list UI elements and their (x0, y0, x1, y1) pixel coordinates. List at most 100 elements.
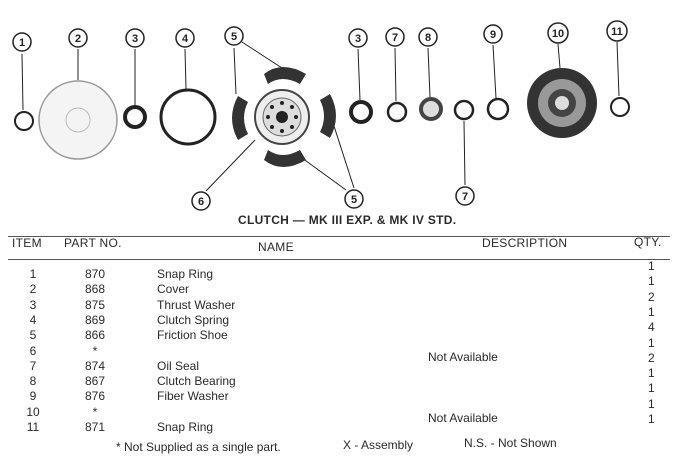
callout-5b: 5 (344, 189, 364, 209)
part-no-cell: 870 (84, 267, 106, 281)
svg-text:10: 10 (552, 28, 564, 40)
qty-cell: 1 (648, 274, 655, 289)
svg-text:3: 3 (355, 33, 361, 45)
svg-text:7: 7 (462, 191, 468, 203)
qty-cell: 1 (648, 304, 655, 319)
callout-3: 3 (125, 28, 145, 48)
parts (14, 67, 630, 167)
item-cell: 4 (29, 312, 37, 327)
name-cell: Friction Shoe (157, 328, 228, 343)
col-header-item: ITEM (12, 236, 42, 250)
table-row: 7 874 Oil Seal (0, 359, 678, 374)
col-header-qty: QTY. (634, 235, 662, 249)
fiber-washer-part (486, 97, 510, 121)
table-row: 5 866 Friction Shoe (0, 328, 678, 343)
callout-7: 7 (385, 27, 405, 47)
qty-cell: 1 (648, 259, 655, 273)
name-cell: Clutch Bearing (157, 374, 236, 389)
svg-text:6: 6 (198, 196, 204, 208)
oil-seal-part (386, 101, 408, 123)
table-row: 8 867 Clutch Bearing (0, 374, 678, 389)
header-bottom-rule (8, 259, 670, 260)
part-no-cell: 876 (84, 389, 106, 404)
qty-cell: 2 (648, 350, 655, 365)
legend-assembly: X - Assembly (343, 438, 414, 452)
svg-text:3: 3 (132, 33, 138, 45)
item-cell: 3 (29, 297, 37, 312)
table-row: 3 875 Thrust Washer (0, 298, 678, 313)
item-cell: 8 (29, 374, 37, 389)
svg-text:8: 8 (425, 32, 431, 44)
col-header-name: NAME (258, 240, 294, 254)
col-header-part-no: PART NO. (64, 236, 122, 250)
table-row: 2 868 Cover (0, 282, 678, 297)
callout-7b: 7 (455, 186, 475, 206)
callout-11: 11 (606, 20, 628, 42)
item-cell: 10 (26, 404, 40, 419)
callout-2: 2 (68, 28, 88, 48)
clutch-spring-part (159, 88, 217, 146)
svg-text:1: 1 (19, 37, 25, 49)
svg-text:11: 11 (611, 26, 623, 38)
leader-lines (21, 41, 620, 192)
qty-cell: 2 (648, 289, 655, 304)
callout-5: 5 (224, 26, 244, 46)
item-cell: 9 (29, 389, 37, 404)
item-cell: 2 (29, 282, 37, 297)
table-row: 6 * Not Available (0, 343, 678, 364)
snap-ring-part (14, 111, 34, 131)
clutch-hub-part (254, 89, 310, 145)
qty-cell: 1 (648, 335, 655, 350)
part-no-cell: * (92, 404, 98, 419)
qty-cell: 1 (648, 412, 655, 426)
part-no-cell: 868 (84, 282, 106, 297)
description-cell: Not Available (428, 410, 498, 425)
callout-10: 10 (547, 22, 569, 44)
clutch-bearing-part (419, 97, 443, 121)
svg-text:7: 7 (392, 32, 398, 44)
legend-not-shown: N.S. - Not Shown (464, 436, 557, 450)
item-cell: 5 (29, 328, 37, 343)
table-row: 10 * Not Available (0, 404, 678, 425)
item-cell: 11 (26, 420, 40, 434)
part-no-cell: 866 (84, 328, 106, 343)
part-no-cell: 874 (84, 358, 106, 373)
item-cell: 7 (29, 358, 37, 373)
part-no-cell: 875 (84, 297, 106, 312)
callout-1: 1 (12, 32, 32, 52)
callout-3b: 3 (348, 28, 368, 48)
item-cell: 1 (29, 267, 37, 281)
thrust-washer-part (123, 105, 147, 129)
name-cell: Cover (157, 282, 190, 297)
callout-9: 9 (483, 24, 503, 44)
svg-text:4: 4 (182, 33, 189, 45)
part-no-cell: 869 (84, 312, 106, 327)
qty-cell: 4 (648, 320, 655, 335)
name-cell: Snap Ring (157, 267, 214, 281)
name-cell: Oil Seal (157, 358, 200, 373)
callouts-bottom: 6 5 7 (191, 186, 475, 211)
callout-8: 8 (418, 27, 438, 47)
callouts-top: 1 2 3 4 5 3 7 8 9 10 11 (12, 20, 628, 52)
description-cell: Not Available (428, 349, 498, 364)
callout-4: 4 (175, 28, 195, 48)
friction-shoe-part (232, 67, 336, 167)
part-no-cell: 871 (84, 420, 106, 434)
svg-text:5: 5 (351, 194, 357, 206)
footnote-not-supplied: * Not Supplied as a single part. (116, 440, 281, 454)
exploded-parts-diagram: 1 2 3 4 5 3 7 8 9 10 11 6 5 7 (12, 20, 630, 211)
svg-text:9: 9 (490, 29, 496, 41)
qty-cell: 1 (648, 366, 655, 381)
name-cell: Thrust Washer (157, 297, 236, 312)
svg-text:2: 2 (75, 33, 81, 45)
header-top-rule (8, 236, 670, 237)
drum-part (527, 68, 597, 138)
name-cell: Clutch Spring (157, 312, 230, 327)
item-cell: 6 (29, 343, 37, 358)
qty-cell: 1 (648, 396, 655, 411)
col-header-description: DESCRIPTION (482, 236, 568, 250)
part-no-cell: 867 (84, 374, 106, 389)
part-no-cell: * (92, 343, 98, 358)
